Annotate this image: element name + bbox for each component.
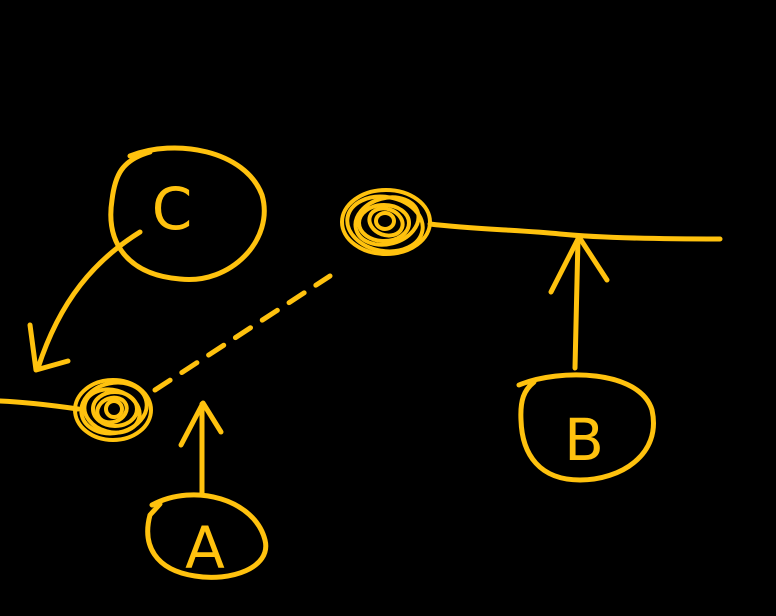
arrow-a-head xyxy=(178,400,224,448)
arrow-b-head xyxy=(548,234,610,295)
label-c-text: C xyxy=(152,175,193,243)
arrow-c-shaft xyxy=(35,229,143,371)
left-solid-line xyxy=(0,398,81,412)
label-a-circle xyxy=(145,492,269,580)
arrow-b-shaft xyxy=(572,235,581,371)
label-b-text: B xyxy=(564,406,604,474)
label-c-circle xyxy=(108,145,267,283)
right-solid-line xyxy=(427,221,723,242)
dashed-connector xyxy=(152,273,333,393)
upper-node xyxy=(340,188,432,256)
label-b-circle xyxy=(516,372,656,483)
lower-node xyxy=(73,378,153,442)
arrow-c-head xyxy=(27,322,71,373)
label-a-text: A xyxy=(185,514,225,582)
